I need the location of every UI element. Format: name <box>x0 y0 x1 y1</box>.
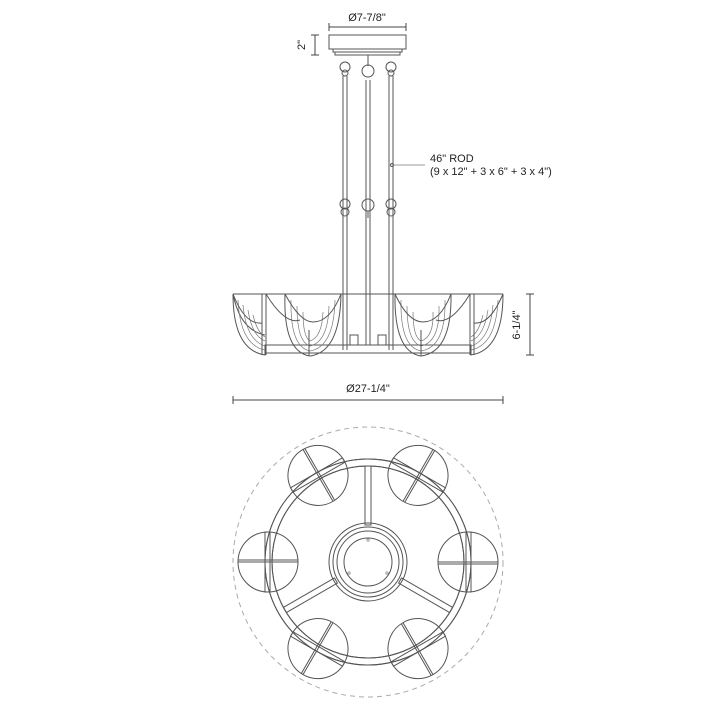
canopy-height-dimension: 2" <box>296 34 319 56</box>
ring-inner <box>271 465 465 659</box>
fixture-height-label: 6-1/4" <box>511 310 523 339</box>
canopy-height-label: 2" <box>296 40 308 50</box>
shade-left-outer <box>232 293 267 356</box>
arms <box>282 465 454 614</box>
shade-top-left <box>287 444 349 506</box>
fixture-height-dimension: 6-1/4" <box>511 293 534 356</box>
shade-left-inner <box>284 293 342 357</box>
canopy <box>328 34 407 56</box>
canopy-diameter-label: Ø7-7/8" <box>348 12 386 24</box>
center-hub <box>328 522 408 602</box>
shade-left <box>237 531 299 593</box>
fixture-diameter-label: Ø27-1/4" <box>346 383 390 395</box>
outer-envelope <box>232 426 504 698</box>
shade-bottom-left <box>287 618 349 680</box>
suspension-rods <box>339 55 425 350</box>
top-view <box>232 426 504 698</box>
side-view: Ø7-7/8" 2" <box>232 12 552 404</box>
shade-top-right <box>387 444 449 506</box>
fixture-diameter-dimension: Ø27-1/4" <box>232 383 504 404</box>
shade-right <box>437 531 499 593</box>
shade-right-inner <box>394 293 452 357</box>
shade-right-outer <box>469 293 504 356</box>
rod-label: 46" ROD <box>430 153 474 165</box>
fixture-body <box>232 293 504 357</box>
shade-bottom-right <box>387 618 449 680</box>
rod-breakdown-label: (9 x 12" + 3 x 6" + 3 x 4") <box>430 166 552 178</box>
shades <box>237 444 499 680</box>
canopy-diameter-dimension: Ø7-7/8" <box>328 12 407 31</box>
